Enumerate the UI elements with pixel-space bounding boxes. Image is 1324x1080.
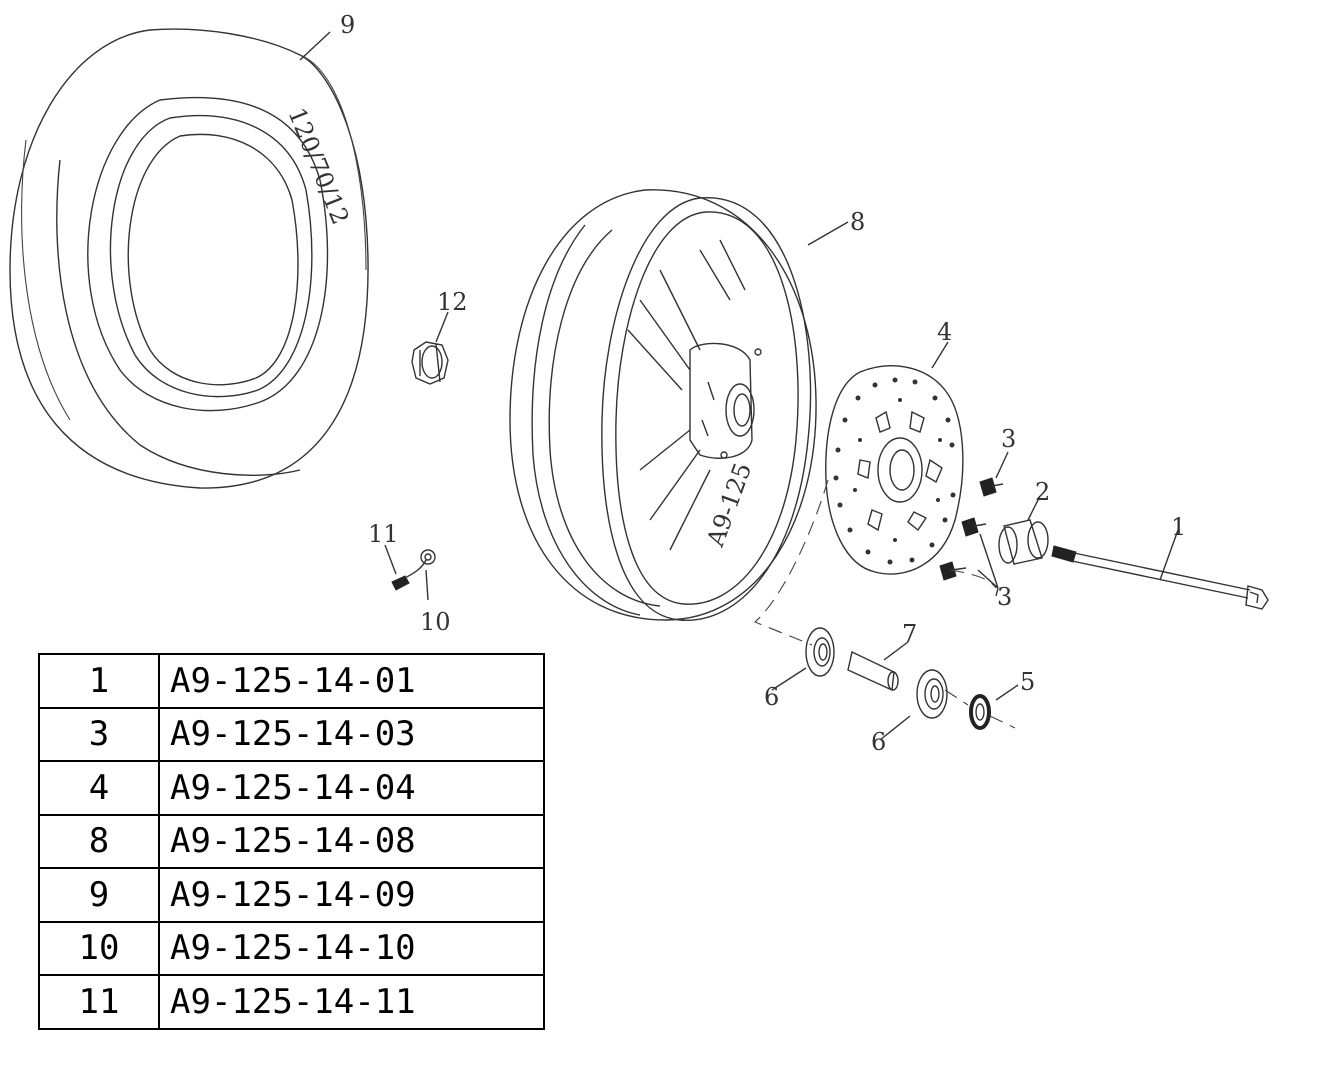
bearing-right xyxy=(916,669,948,719)
tire xyxy=(9,28,369,489)
part-number: A9-125-14-10 xyxy=(158,920,545,976)
callout-11: 11 xyxy=(368,520,399,548)
callout-3-top: 3 xyxy=(1001,425,1016,453)
callout-7: 7 xyxy=(902,620,917,648)
axle xyxy=(1051,545,1269,610)
item-number: 8 xyxy=(38,813,160,869)
callout-6-left: 6 xyxy=(764,683,779,711)
item-number: 4 xyxy=(38,760,160,816)
valve xyxy=(391,549,436,591)
item-number: 9 xyxy=(38,867,160,923)
distance-collar xyxy=(847,650,899,692)
part-number: A9-125-14-11 xyxy=(158,974,545,1030)
callout-6-right: 6 xyxy=(871,728,886,756)
wheel-rim: A9-125 xyxy=(509,189,817,621)
item-number: 11 xyxy=(38,974,160,1030)
callout-1: 1 xyxy=(1171,513,1186,541)
bearing-left xyxy=(805,627,835,677)
callout-5: 5 xyxy=(1020,668,1035,696)
cap-nut xyxy=(411,341,449,385)
part-number: A9-125-14-04 xyxy=(158,760,545,816)
item-number: 10 xyxy=(38,920,160,976)
item-number: 1 xyxy=(38,653,160,709)
callout-4: 4 xyxy=(937,318,952,346)
disc-bolts xyxy=(939,477,1004,581)
brake-disc xyxy=(825,365,964,575)
leader-lines xyxy=(299,31,1179,741)
callout-8: 8 xyxy=(850,208,865,236)
part-number: A9-125-14-08 xyxy=(158,813,545,869)
callout-2: 2 xyxy=(1035,478,1050,506)
callout-9: 9 xyxy=(340,11,355,39)
callout-3-bottom: 3 xyxy=(997,583,1012,611)
part-number: A9-125-14-03 xyxy=(158,706,545,762)
item-number: 3 xyxy=(38,706,160,762)
spacer xyxy=(998,519,1049,565)
part-number: A9-125-14-09 xyxy=(158,867,545,923)
oil-seal xyxy=(969,694,991,730)
callout-12: 12 xyxy=(437,288,468,316)
callout-10: 10 xyxy=(420,608,451,636)
svg-text:A9-125: A9-125 xyxy=(701,459,757,551)
part-number: A9-125-14-01 xyxy=(158,653,545,709)
assembly-dashed-line xyxy=(753,479,1016,729)
